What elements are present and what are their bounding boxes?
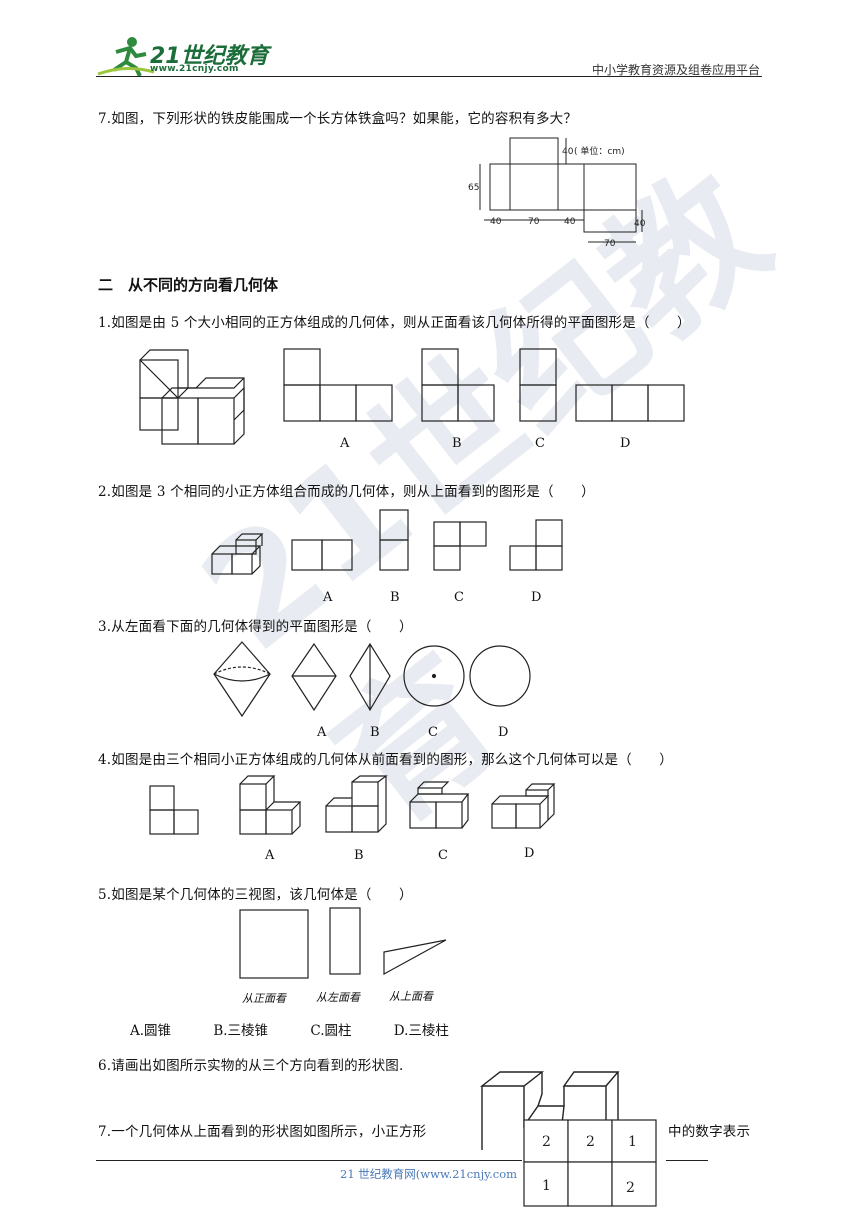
dim-40-c: 40 (634, 219, 646, 229)
dim-65: 65 (468, 183, 479, 193)
q4-label-b: B (354, 848, 364, 863)
q2-label-c: C (454, 590, 464, 605)
dim-70-b: 70 (604, 239, 616, 249)
grid-cell: 1 (628, 1134, 637, 1150)
choice-a: A.圆锥 (130, 1023, 172, 1039)
logo (96, 34, 266, 78)
platform-title: 中小学教育资源及组卷应用平台 (591, 63, 760, 77)
question-7a: 7.如图，下列形状的铁皮能围成一个长方体铁盒吗？如果能，它的容积有多大？ (98, 111, 578, 127)
net-figure: 40 ( 单位：cm) 65 40 70 40 40 70 (468, 137, 646, 249)
grid-cell: 2 (586, 1134, 595, 1150)
q5-three-views (239, 907, 447, 979)
q1-label-a: A (340, 436, 350, 451)
dim-40-a: 40 (490, 217, 502, 227)
question-3: 3.从左面看下面的几何体得到的平面图形是（ ） (98, 619, 413, 635)
runner-logo-icon (97, 37, 155, 77)
footer-rule-left (96, 1160, 522, 1161)
question-1: 1.如图是由 5 个大小相同的正方体组成的几何体，则从正面看该几何体所得的平面图… (98, 315, 691, 331)
q3-label-c: C (428, 725, 438, 740)
q5-top-label: 从上面看 (389, 990, 433, 1003)
q4-label-a: A (265, 848, 275, 863)
q6-object (479, 1071, 620, 1150)
q4-label-d: D (524, 846, 535, 861)
q2-label-d: D (531, 590, 542, 605)
question-7b: 7.一个几何体从上面看到的形状图如图所示，小正方形 (98, 1124, 427, 1140)
question-2: 2.如图是 3 个相同的小正方体组合而成的几何体，则从上面看到的图形是（ ） (98, 484, 595, 500)
q2-label-a: A (323, 590, 333, 605)
choice-c: C.圆柱 (310, 1023, 352, 1039)
q5-choices: A.圆锥 B.三棱锥 C.圆柱 D.三棱柱 (130, 1019, 487, 1039)
q3-figures (213, 641, 531, 718)
grid-cell: 1 (542, 1178, 551, 1194)
top-view-triangle (383, 939, 447, 976)
q1-label-d: D (620, 436, 631, 451)
choice-b: B.三棱锥 (213, 1023, 269, 1039)
dim-40-b: 40 (564, 217, 576, 227)
footer-rule-right (666, 1160, 708, 1161)
question-5: 5.如图是某个几何体的三视图，该几何体是（ ） (98, 887, 413, 903)
dim-40-top: 40 (562, 147, 574, 157)
section-title: 二 从不同的方向看几何体 (98, 276, 279, 294)
q4-figures (149, 775, 556, 835)
grid-cell: 2 (542, 1134, 551, 1150)
q2-figures (211, 509, 563, 575)
q3-label-a: A (317, 725, 327, 740)
q3-label-d: D (498, 725, 509, 740)
dim-70-a: 70 (528, 217, 540, 227)
q1-figures (139, 348, 685, 445)
header-rule (96, 76, 762, 77)
front-view-square (239, 909, 309, 979)
question-6: 6.请画出如图所示实物的从三个方向看到的形状图. (98, 1058, 404, 1074)
q1-label-c: C (535, 436, 545, 451)
question-7b-end: 中的数字表示 (668, 1124, 751, 1140)
q7b-grid: 2 2 1 1 2 (523, 1119, 657, 1207)
q5-front-label: 从正面看 (242, 992, 286, 1005)
question-4: 4.如图是由三个相同小正方体组成的几何体从前面看到的图形，那么这个几何体可以是（… (98, 752, 673, 768)
q1-label-b: B (452, 436, 462, 451)
left-view-rect (329, 907, 361, 975)
grid-cell: 2 (626, 1180, 635, 1196)
footer-text: 21 世纪教育网(www.21cnjy.com (340, 1167, 518, 1181)
q4-label-c: C (438, 848, 448, 863)
choice-d: D.三棱柱 (393, 1023, 449, 1039)
logo-url: www.21cnjy.com (150, 64, 239, 74)
q3-label-b: B (370, 725, 380, 740)
logo-text: 21世纪教育 (150, 44, 269, 69)
unit-label: ( 单位：cm) (574, 145, 625, 157)
q2-label-b: B (390, 590, 400, 605)
q5-left-label: 从左面看 (316, 991, 360, 1004)
